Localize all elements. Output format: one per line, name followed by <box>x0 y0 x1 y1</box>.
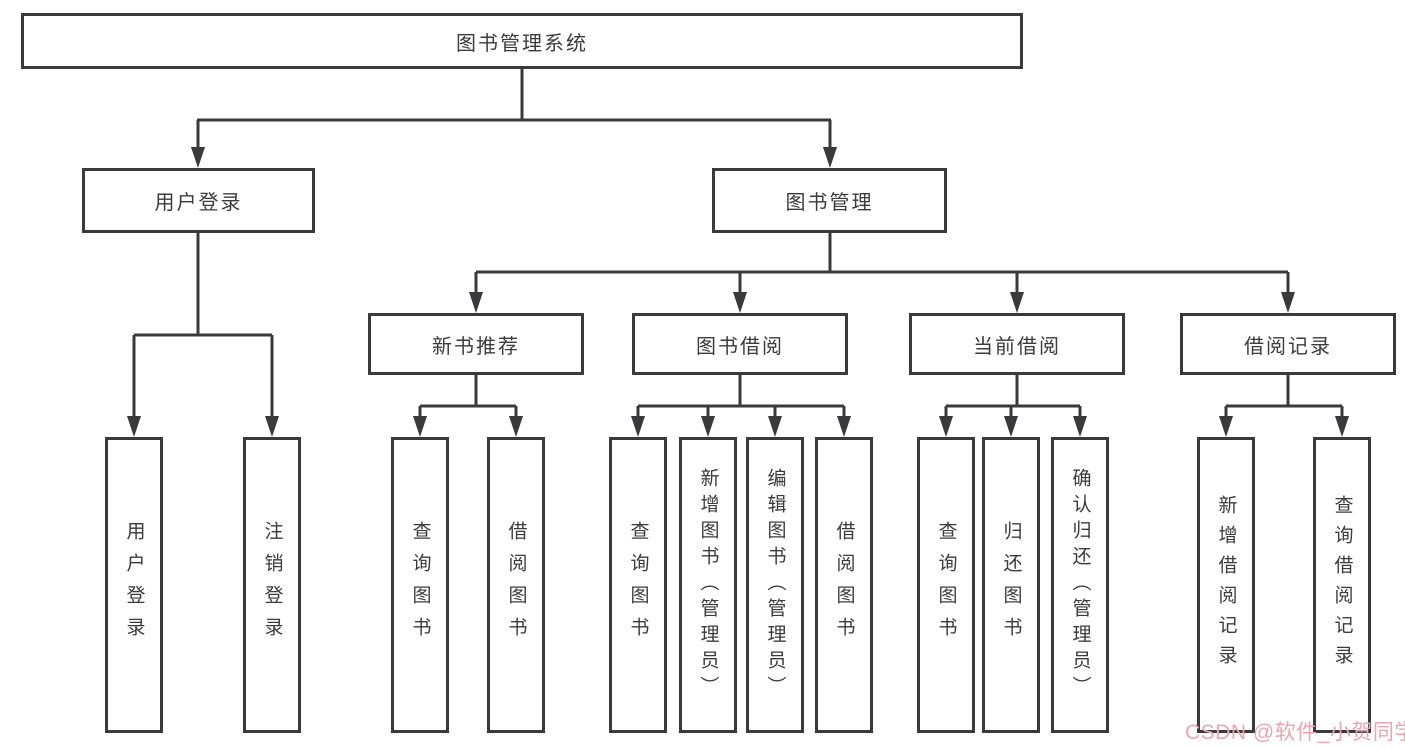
leaf-newbooks-query: 查询图书 <box>391 437 449 733</box>
csdn-watermark: CSDN @软件_小贺同学 <box>1185 721 1405 744</box>
leaf-logout-label: 注销登录 <box>261 521 283 649</box>
current-borrow-node: 当前借阅 <box>909 313 1125 375</box>
leaf-current-return-label: 归还图书 <box>1000 521 1022 649</box>
borrow-records-node: 借阅记录 <box>1180 313 1396 375</box>
leaf-borrow-edit-admin-label: 编辑图书（管理员） <box>764 468 786 702</box>
leaf-current-query-label: 查询图书 <box>935 521 957 649</box>
leaf-records-add-label: 新增借阅记录 <box>1215 495 1237 675</box>
user-login-node: 用户登录 <box>82 168 315 233</box>
leaf-borrow-edit-admin: 编辑图书（管理员） <box>746 437 804 733</box>
user-login-node-label: 用户登录 <box>154 192 243 214</box>
leaf-user-login: 用户登录 <box>105 437 163 733</box>
root-node: 图书管理系统 <box>21 13 1023 69</box>
new-books-node: 新书推荐 <box>368 313 584 375</box>
leaf-borrow-add-admin: 新增图书（管理员） <box>679 437 737 733</box>
leaf-newbooks-borrow-label: 借阅图书 <box>505 521 527 649</box>
leaf-borrow-query-label: 查询图书 <box>627 521 649 649</box>
current-borrow-node-label: 当前借阅 <box>973 335 1061 358</box>
book-mgmt-node-label: 图书管理 <box>785 192 874 214</box>
leaf-borrow-add-admin-label: 新增图书（管理员） <box>697 468 719 702</box>
leaf-newbooks-query-label: 查询图书 <box>409 521 431 649</box>
leaf-logout: 注销登录 <box>243 437 301 733</box>
leaf-current-confirm-return-admin: 确认归还（管理员） <box>1051 437 1109 733</box>
leaf-borrow-query: 查询图书 <box>609 437 667 733</box>
leaf-borrow-borrow-label: 借阅图书 <box>833 521 855 649</box>
book-borrow-node: 图书借阅 <box>632 313 848 375</box>
root-node-label: 图书管理系统 <box>456 32 588 55</box>
leaf-newbooks-borrow: 借阅图书 <box>487 437 545 733</box>
borrow-records-node-label: 借阅记录 <box>1244 335 1332 358</box>
leaf-current-return: 归还图书 <box>982 437 1040 733</box>
book-borrow-node-label: 图书借阅 <box>696 335 784 358</box>
leaf-records-query: 查询借阅记录 <box>1313 437 1371 733</box>
new-books-node-label: 新书推荐 <box>432 335 520 358</box>
leaf-user-login-label: 用户登录 <box>123 521 145 649</box>
book-mgmt-node: 图书管理 <box>712 168 947 233</box>
leaf-current-confirm-return-admin-label: 确认归还（管理员） <box>1069 468 1091 702</box>
leaf-records-query-label: 查询借阅记录 <box>1331 495 1353 675</box>
leaf-records-add: 新增借阅记录 <box>1197 437 1255 733</box>
leaf-borrow-borrow: 借阅图书 <box>815 437 873 733</box>
leaf-current-query: 查询图书 <box>917 437 975 733</box>
